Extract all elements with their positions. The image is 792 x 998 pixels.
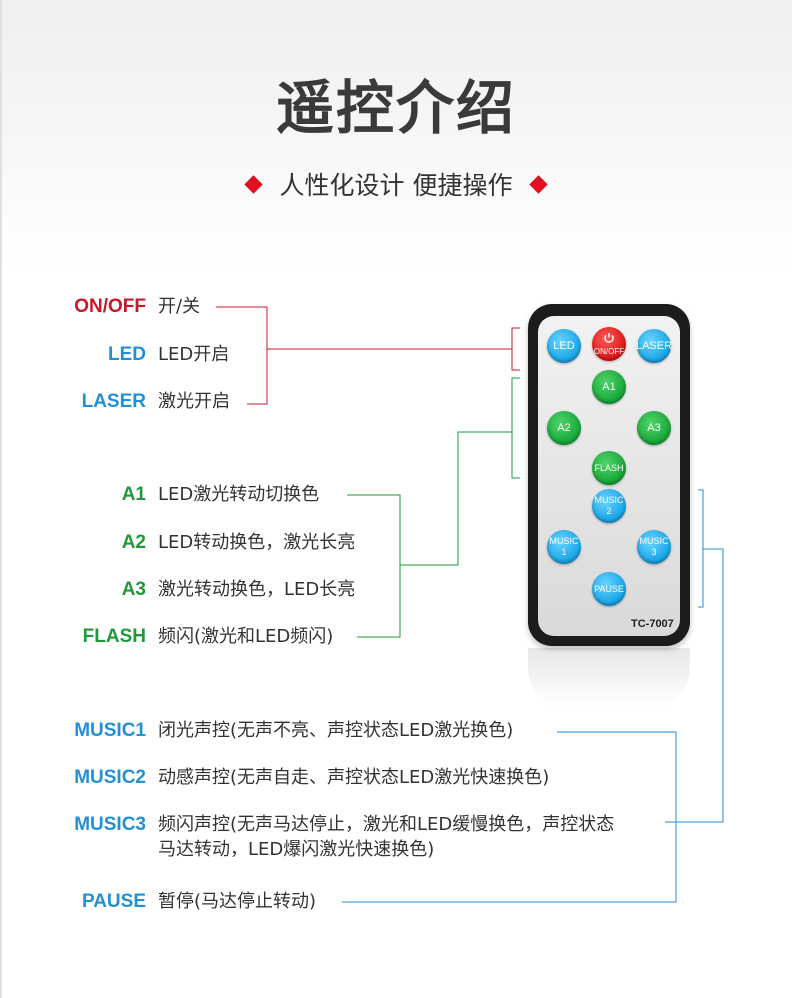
green-connector — [347, 377, 520, 638]
remote-reflection — [528, 648, 690, 708]
key-music2: MUSIC2 — [74, 767, 146, 788]
desc-music1: 闭光声控(无声不亮、声控状态LED激光换色) — [158, 720, 514, 741]
remote-laser-button[interactable]: LASER — [636, 329, 672, 363]
remote-flash-button[interactable]: FLASH — [592, 451, 626, 485]
key-flash: FLASH — [82, 626, 146, 647]
remote-music1-button[interactable]: MUSIC 1 — [547, 530, 581, 564]
desc-onoff: 开/关 — [158, 296, 201, 317]
music2-label-b: 2 — [606, 506, 612, 516]
key-laser: LASER — [81, 391, 146, 412]
desc-laser: 激光开启 — [158, 391, 230, 412]
music1-label-b: 1 — [561, 547, 567, 557]
remote-a2-button[interactable]: A2 — [547, 411, 581, 445]
key-led: LED — [108, 344, 146, 365]
remote-model-label: TC-7007 — [631, 618, 674, 630]
desc-music2: 动感声控(无声自走、声控状态LED激光快速换色) — [158, 767, 550, 788]
red-connector — [216, 306, 520, 405]
desc-flash: 频闪(激光和LED频闪) — [158, 626, 334, 647]
key-music1: MUSIC1 — [74, 720, 146, 741]
key-music3: MUSIC3 — [74, 814, 146, 835]
key-a2: A2 — [121, 532, 146, 553]
remote-led-button[interactable]: LED — [547, 329, 581, 363]
remote-a1-button[interactable]: A1 — [592, 370, 626, 404]
desc-led: LED开启 — [158, 344, 230, 365]
key-pause: PAUSE — [81, 891, 146, 912]
desc-a1: LED激光转动切换色 — [158, 484, 320, 505]
pause-label: PAUSE — [594, 583, 624, 594]
remote-a3-button[interactable]: A3 — [637, 411, 671, 445]
key-a3: A3 — [121, 579, 146, 600]
key-onoff: ON/OFF — [74, 296, 146, 317]
remote-music3-button[interactable]: MUSIC 3 — [637, 530, 671, 564]
page-edge — [0, 0, 2, 998]
remote-music2-button[interactable]: MUSIC 2 — [592, 489, 626, 523]
music3-label-b: 3 — [651, 547, 657, 557]
desc-music3-line1: 频闪声控(无声马达停止，激光和LED缓慢换色，声控状态 — [158, 814, 615, 835]
power-icon — [604, 332, 614, 343]
music3-label-a: MUSIC — [639, 536, 669, 546]
desc-music3-line2: 马达转动，LED爆闪激光快速换色) — [158, 839, 435, 860]
desc-a2: LED转动换色，激光长亮 — [158, 532, 356, 553]
desc-pause: 暂停(马达停止转动) — [158, 891, 317, 912]
subtitle-text: 人性化设计 便捷操作 — [279, 171, 513, 200]
remote-pause-button[interactable]: PAUSE — [592, 572, 626, 606]
flash-label: FLASH — [594, 462, 624, 473]
desc-a3: 激光转动换色，LED长亮 — [158, 579, 356, 600]
onoff-label: ON/OFF — [593, 346, 625, 356]
music1-label-a: MUSIC — [549, 536, 579, 546]
page-subtitle: 人性化设计 便捷操作 — [0, 166, 792, 206]
blue-connector — [342, 489, 724, 903]
remote-onoff-button[interactable]: ON/OFF — [592, 327, 626, 361]
key-a1: A1 — [121, 484, 146, 505]
page-title: 遥控介绍 — [275, 74, 516, 142]
music2-label-a: MUSIC — [594, 495, 624, 505]
